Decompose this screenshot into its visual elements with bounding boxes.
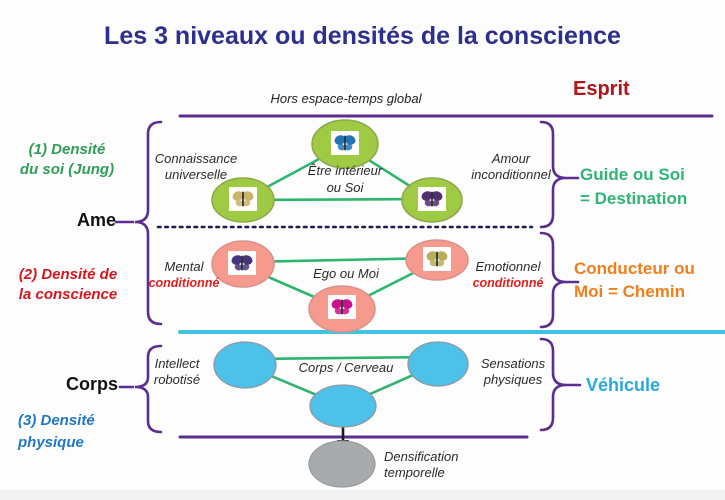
density3-line2: physique xyxy=(18,434,84,451)
sensations-label: Sensations physiques xyxy=(462,356,564,388)
amour-line2: inconditionnel xyxy=(471,167,551,182)
amour-line1: Amour xyxy=(491,151,531,166)
mental-conditionne: conditionné xyxy=(148,276,220,290)
guide-line1: Guide ou Soi xyxy=(580,165,685,184)
butterfly-tan-icon xyxy=(229,187,257,211)
sensations-line1: Sensations xyxy=(480,356,546,371)
corps-cerveau-label: Corps / Cerveau xyxy=(298,360,394,375)
timeless-label: Hors espace-temps global xyxy=(270,91,422,106)
page-title: Les 3 niveaux ou densités de la conscien… xyxy=(104,22,621,50)
braces xyxy=(114,120,582,434)
emotionnel-name: Emotionnel xyxy=(475,259,541,274)
densification-line2: temporelle xyxy=(384,465,445,480)
butterfly-khaki-icon xyxy=(423,247,451,271)
guide-line2: = Destination xyxy=(580,189,688,208)
etre-interieur-label: Être intérieur ou Soi xyxy=(286,162,404,196)
vehicule-label: Véhicule xyxy=(586,375,661,395)
intellect-line2: robotisé xyxy=(153,372,201,387)
body-left-ellipse xyxy=(213,341,277,389)
intellect-line1: Intellect xyxy=(154,356,200,371)
density1-label: (1) Densité du soi (Jung) xyxy=(8,140,126,180)
density1-line2: du soi (Jung) xyxy=(19,161,115,178)
connaissance-line1: Connaissance xyxy=(154,151,238,166)
density2-line2: la conscience xyxy=(18,286,118,303)
esprit-label: Esprit xyxy=(573,78,630,100)
density2-label: (2) Densité de la conscience xyxy=(4,265,132,305)
ame-label: Ame xyxy=(76,210,116,230)
intellect-label: Intellect robotisé xyxy=(127,356,227,388)
density2-line1: (2) Densité de xyxy=(18,266,118,283)
etre-line2: ou Soi xyxy=(326,180,364,195)
ego-label: Ego ou Moi xyxy=(313,266,379,281)
densification-ellipse xyxy=(308,440,376,488)
connaissance-label: Connaissance universelle xyxy=(138,151,254,183)
guide-label: Guide ou Soi = Destination xyxy=(580,163,687,211)
densification-line1: Densification xyxy=(384,449,459,464)
butterfly-darkpurple-icon xyxy=(418,187,446,211)
conducteur-label: Conducteur ou Moi = Chemin xyxy=(574,257,695,303)
densification-label: Densification temporelle xyxy=(384,449,458,481)
bottom-strip xyxy=(0,490,725,500)
etre-line1: Être intérieur xyxy=(307,163,383,178)
corps-label: Corps xyxy=(65,374,118,394)
body-bottom-ellipse xyxy=(309,384,377,428)
left-brace-ame xyxy=(134,120,163,326)
mental-label: Mental conditionné xyxy=(134,259,234,291)
body-right-ellipse xyxy=(407,341,469,387)
density3-label: (3) Densité physique xyxy=(18,410,128,454)
emotionnel-label: Emotionnel conditionné xyxy=(455,259,561,291)
connaissance-line2: universelle xyxy=(164,167,228,182)
density3-line1: (3) Densité xyxy=(18,412,95,429)
conducteur-line1: Conducteur ou xyxy=(574,259,695,278)
left-brace-corps xyxy=(134,344,163,434)
density1-line1: (1) Densité xyxy=(28,141,106,158)
conducteur-line2: Moi = Chemin xyxy=(574,282,685,301)
mental-name: Mental xyxy=(164,259,204,274)
emotionnel-conditionne: conditionné xyxy=(472,276,544,290)
amour-label: Amour inconditionnel xyxy=(452,151,570,183)
butterfly-blue-icon xyxy=(331,131,359,155)
sensations-line2: physiques xyxy=(483,372,543,387)
butterfly-indigo-icon xyxy=(228,251,256,275)
butterfly-magenta-icon xyxy=(328,295,356,319)
